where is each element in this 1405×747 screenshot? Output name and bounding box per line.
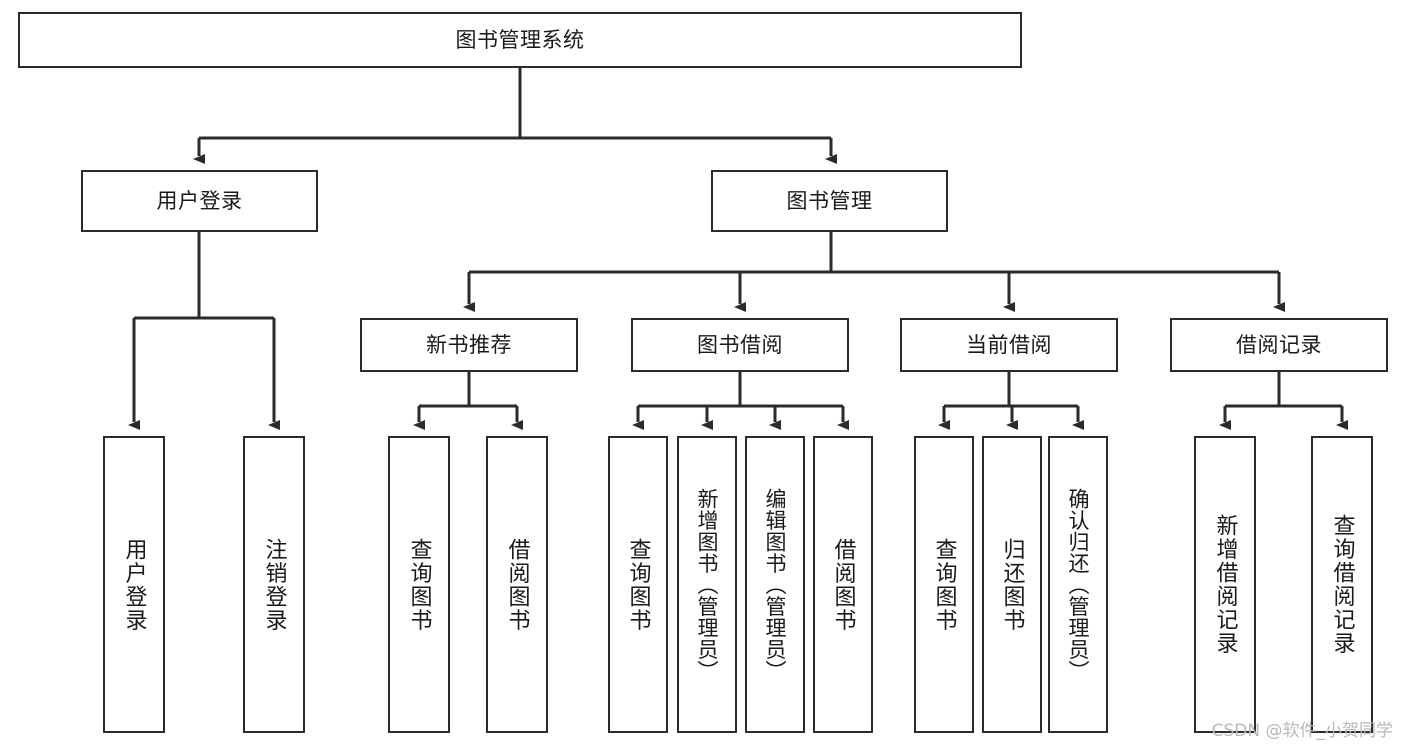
- node-label: 当前借阅: [966, 332, 1052, 357]
- node-label: 用户登录: [156, 188, 243, 213]
- node-label: 注销登录: [261, 537, 287, 632]
- node-book-management[interactable]: 图书管理: [711, 170, 948, 232]
- node-borrow-record[interactable]: 借阅记录: [1170, 318, 1388, 372]
- node-user-login[interactable]: 用户登录: [81, 170, 318, 232]
- node-label: 查询借阅记录: [1329, 514, 1355, 655]
- node-leaf-add-borrow-record[interactable]: 新增借阅记录: [1194, 436, 1256, 733]
- node-leaf-user-login[interactable]: 用户登录: [103, 436, 165, 733]
- node-label: 查询图书: [406, 537, 432, 632]
- node-label: 图书借阅: [697, 332, 783, 357]
- node-book-borrow[interactable]: 图书借阅: [631, 318, 849, 372]
- node-label: 借阅图书: [504, 537, 530, 632]
- node-label: 新书推荐: [426, 332, 512, 357]
- node-label: 借阅图书: [830, 537, 856, 632]
- node-leaf-add-book[interactable]: 新增图书（管理员）: [677, 436, 737, 733]
- node-leaf-confirm-return[interactable]: 确认归还（管理员）: [1048, 436, 1108, 733]
- node-label: 图书管理: [786, 188, 873, 213]
- node-label: 确认归还（管理员）: [1066, 487, 1091, 682]
- node-current-borrow[interactable]: 当前借阅: [900, 318, 1118, 372]
- node-leaf-borrow-book-rec[interactable]: 借阅图书: [486, 436, 548, 733]
- node-label: 归还图书: [999, 537, 1025, 632]
- node-label: 编辑图书（管理员）: [763, 487, 788, 682]
- node-leaf-query-borrow-record[interactable]: 查询借阅记录: [1311, 436, 1373, 733]
- node-leaf-query-book-rec[interactable]: 查询图书: [388, 436, 450, 733]
- node-label: 查询图书: [931, 537, 957, 632]
- node-label: 新增图书（管理员）: [695, 487, 720, 682]
- node-label: 新增借阅记录: [1212, 514, 1238, 655]
- node-label: 借阅记录: [1236, 332, 1322, 357]
- node-root-system[interactable]: 图书管理系统: [18, 12, 1022, 68]
- node-label: 用户登录: [121, 537, 147, 632]
- node-leaf-borrow-book[interactable]: 借阅图书: [813, 436, 873, 733]
- node-label: 图书管理系统: [455, 27, 585, 52]
- node-leaf-query-book-borrow[interactable]: 查询图书: [608, 436, 668, 733]
- node-leaf-edit-book[interactable]: 编辑图书（管理员）: [745, 436, 805, 733]
- csdn-watermark: CSDN @软件_小贺同学: [1211, 721, 1393, 741]
- node-new-book-recommend[interactable]: 新书推荐: [360, 318, 578, 372]
- node-label: 查询图书: [625, 537, 651, 632]
- node-leaf-user-logout[interactable]: 注销登录: [243, 436, 305, 733]
- node-leaf-return-book[interactable]: 归还图书: [982, 436, 1042, 733]
- node-leaf-query-book-current[interactable]: 查询图书: [914, 436, 974, 733]
